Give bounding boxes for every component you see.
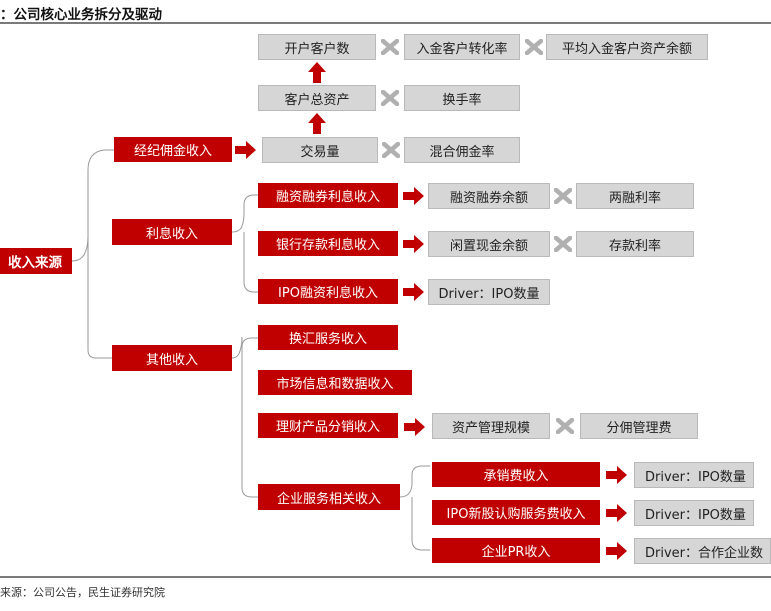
other-income-node: 其他收入 — [112, 345, 232, 371]
fx-service-node: 换汇服务收入 — [258, 325, 398, 350]
bottom-rule — [0, 576, 771, 578]
ipo-subscription-fee-node: IPO新股认购服务费收入 — [432, 500, 600, 525]
ipo-count-driver-box: Driver：IPO数量 — [428, 279, 550, 305]
commission-rate-box: 混合佣金率 — [404, 137, 520, 163]
red-right-arrow-icon — [235, 141, 256, 159]
deposit-conversion-box: 入金客户转化率 — [404, 34, 520, 60]
interest-income-node: 利息收入 — [112, 219, 232, 245]
red-right-arrow-icon — [403, 235, 424, 253]
bank-deposit-interest-node: 银行存款利息收入 — [258, 231, 398, 256]
wealth-distribution-node: 理财产品分销收入 — [258, 413, 398, 438]
turnover-rate-box: 换手率 — [404, 85, 520, 111]
corporate-pr-node: 企业PR收入 — [432, 538, 600, 563]
margin-balance-box: 融资融券余额 — [428, 183, 550, 209]
red-up-arrow-icon — [308, 113, 326, 134]
red-right-arrow-icon — [404, 418, 425, 436]
gray-multiply-icon — [556, 418, 574, 434]
underwriting-driver-box: Driver：IPO数量 — [634, 462, 754, 488]
red-up-arrow-icon — [308, 62, 326, 83]
red-right-arrow-icon — [606, 504, 627, 522]
margin-rate-box: 两融利率 — [576, 183, 694, 209]
gray-multiply-icon — [554, 236, 572, 252]
open-accounts-box: 开户客户数 — [258, 34, 376, 60]
red-right-arrow-icon — [606, 542, 627, 560]
red-right-arrow-icon — [403, 283, 424, 301]
client-total-assets-box: 客户总资产 — [258, 85, 376, 111]
gray-multiply-icon — [525, 39, 543, 55]
ipo-financing-interest-node: IPO融资利息收入 — [258, 279, 398, 304]
ipo-subscription-driver-box: Driver：IPO数量 — [634, 500, 754, 526]
figure-title: ：公司核心业务拆分及驱动 — [0, 7, 162, 23]
deposit-rate-box: 存款利率 — [576, 231, 694, 257]
avg-client-assets-box: 平均入金客户资产余额 — [546, 34, 708, 60]
red-right-arrow-icon — [403, 187, 424, 205]
red-right-arrow-icon — [606, 466, 627, 484]
market-data-node: 市场信息和数据收入 — [258, 370, 412, 395]
trading-volume-box: 交易量 — [262, 137, 378, 163]
root-node-revenue-source: 收入来源 — [0, 248, 72, 274]
margin-interest-node: 融资融券利息收入 — [258, 183, 398, 208]
gray-multiply-icon — [381, 90, 399, 106]
aum-box: 资产管理规模 — [432, 413, 550, 439]
corporate-pr-driver-box: Driver：合作企业数 — [634, 538, 771, 564]
top-rule — [0, 22, 771, 24]
gray-multiply-icon — [382, 142, 400, 158]
fee-rate-box: 分佣管理费 — [580, 413, 698, 439]
brokerage-commission-node: 经纪佣金收入 — [114, 137, 232, 162]
gray-multiply-icon — [554, 188, 572, 204]
underwriting-fee-node: 承销费收入 — [432, 462, 600, 487]
gray-multiply-icon — [381, 39, 399, 55]
corporate-services-node: 企业服务相关收入 — [258, 484, 400, 510]
source-note: 来源：公司公告，民生证券研究院 — [0, 586, 165, 599]
idle-cash-box: 闲置现金余额 — [428, 231, 550, 257]
